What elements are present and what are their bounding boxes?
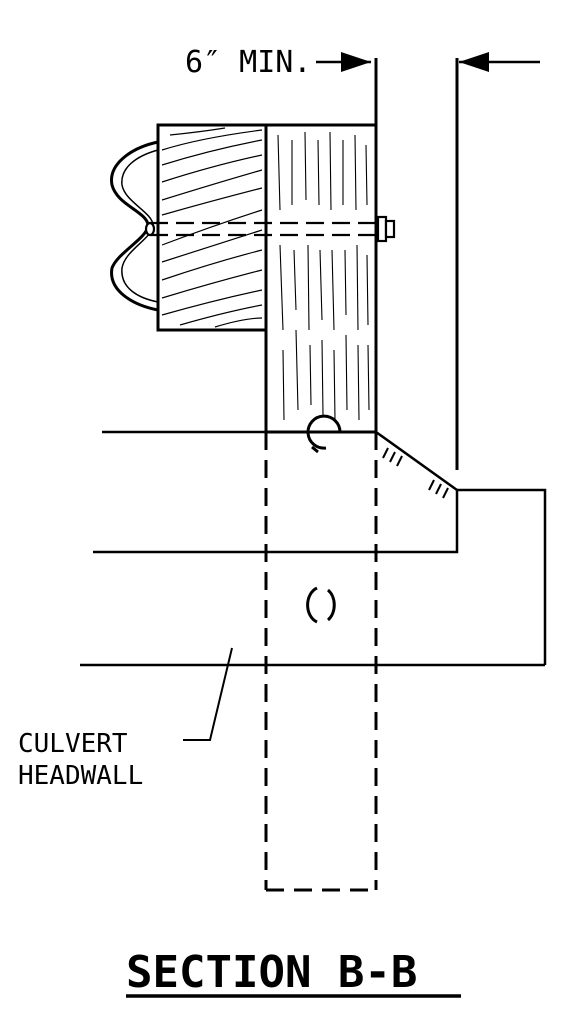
headwall-top — [457, 488, 547, 665]
lower-hole — [306, 586, 336, 624]
dimension-label: 6″ MIN. — [185, 45, 311, 80]
section-title: SECTION B-B — [126, 947, 417, 998]
embedded-post — [264, 432, 378, 892]
slope-line — [375, 430, 458, 492]
callout-line-1: CULVERT — [18, 729, 128, 759]
blockout-grain — [161, 127, 263, 328]
headwall-step — [93, 490, 459, 554]
callout-leader — [183, 647, 233, 741]
upper-hole — [306, 414, 342, 454]
post-grain — [277, 131, 370, 421]
slope-hatch — [382, 447, 449, 499]
wood-blockout — [156, 123, 268, 332]
bolt — [144, 215, 396, 243]
callout-line-2: HEADWALL — [18, 761, 143, 791]
